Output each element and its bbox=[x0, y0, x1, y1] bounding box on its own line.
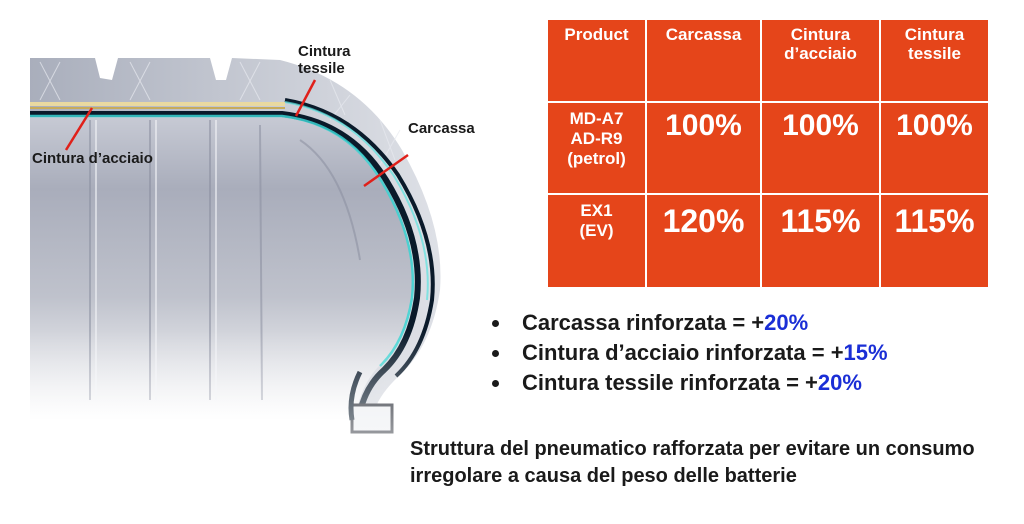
bullet-value: 20% bbox=[764, 310, 809, 335]
callout-cintura-tessile: Cintura tessile bbox=[298, 43, 351, 77]
bullet-icon bbox=[492, 320, 499, 327]
bullet-value: 20% bbox=[817, 370, 862, 395]
callout-cintura-acciaio: Cintura d’acciaio bbox=[32, 150, 153, 167]
row-product: MD-A7 AD-R9 (petrol) bbox=[546, 101, 647, 195]
callout-line-cintura-tessile bbox=[294, 79, 317, 117]
row-cintura-acciaio-value: 100% bbox=[760, 101, 881, 195]
list-item: Cintura d’acciaio rinforzata = +15% bbox=[492, 338, 888, 368]
table-row: MD-A7 AD-R9 (petrol) 100% 100% 100% bbox=[546, 101, 990, 195]
row-product: EX1 (EV) bbox=[546, 193, 647, 289]
row-cintura-acciaio-value: 115% bbox=[760, 193, 881, 289]
header-cintura-tessile: Cintura tessile bbox=[879, 18, 990, 103]
row-carcassa-value: 100% bbox=[645, 101, 762, 195]
table-header-row: Product Carcassa Cintura d’acciaio Cintu… bbox=[546, 18, 990, 103]
summary-text: Struttura del pneumatico rafforzata per … bbox=[410, 438, 975, 487]
callout-carcassa: Carcassa bbox=[408, 120, 475, 137]
bullet-icon bbox=[492, 380, 499, 387]
tire-cross-section-illustration bbox=[0, 58, 520, 524]
bullet-text: Carcassa rinforzata = + bbox=[522, 310, 765, 335]
table-row: EX1 (EV) 120% 115% 115% bbox=[546, 193, 990, 289]
row-cintura-tessile-value: 115% bbox=[879, 193, 990, 289]
row-carcassa-value: 120% bbox=[645, 193, 762, 289]
bullet-text: Cintura tessile rinforzata = + bbox=[522, 370, 818, 395]
callout-line-cintura-acciaio bbox=[64, 107, 94, 151]
list-item: Cintura tessile rinforzata = +20% bbox=[492, 368, 888, 398]
reinforcement-bullet-list: Carcassa rinforzata = +20% Cintura d’acc… bbox=[492, 308, 888, 398]
header-product: Product bbox=[546, 18, 647, 103]
bullet-icon bbox=[492, 350, 499, 357]
list-item: Carcassa rinforzata = +20% bbox=[492, 308, 888, 338]
reinforcement-table: Product Carcassa Cintura d’acciaio Cintu… bbox=[546, 18, 990, 289]
header-cintura-acciaio: Cintura d’acciaio bbox=[760, 18, 881, 103]
bullet-value: 15% bbox=[843, 340, 888, 365]
row-cintura-tessile-value: 100% bbox=[879, 101, 990, 195]
header-carcassa: Carcassa bbox=[645, 18, 762, 103]
bullet-text: Cintura d’acciaio rinforzata = + bbox=[522, 340, 844, 365]
callout-line-carcassa bbox=[363, 153, 409, 188]
